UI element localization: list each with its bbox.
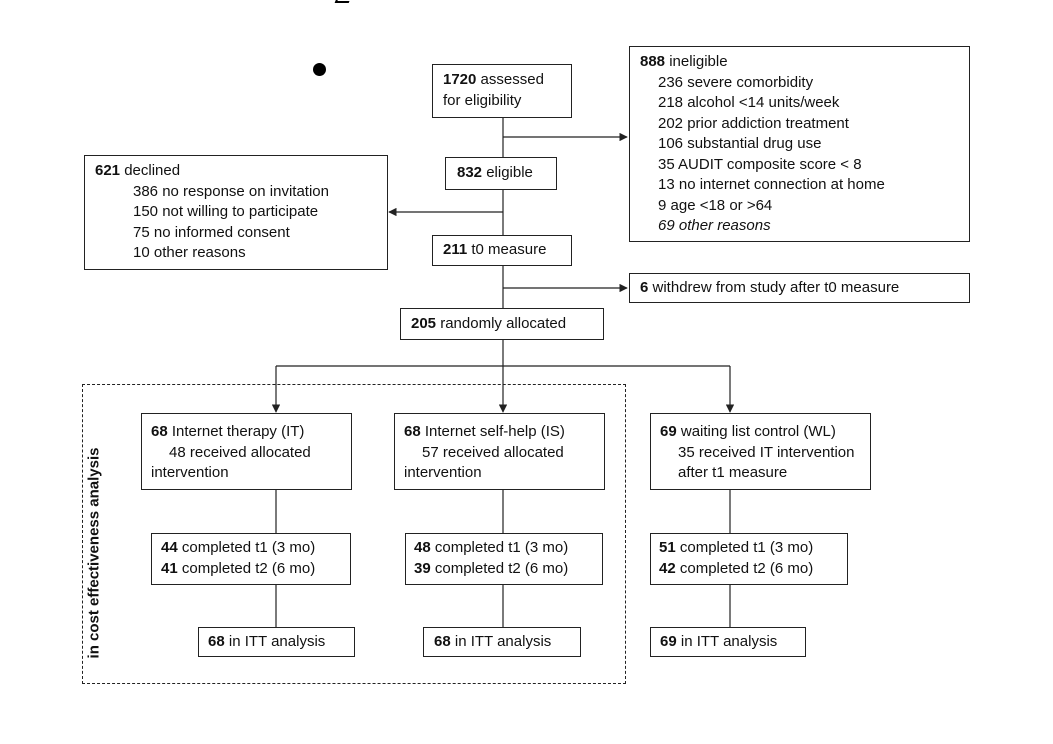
arm-it-itt-label: in ITT analysis	[228, 633, 326, 650]
eligible-box: 832 eligible	[445, 157, 557, 190]
arm-is-title: Internet self-help (IS)	[424, 423, 565, 440]
arm-wl-received: 35 received IT intervention	[678, 443, 855, 461]
ineligible-reason: 218 alcohol <14 units/week	[658, 94, 840, 111]
arm-it-followup-box: 44 completed t1 (3 mo) 41 completed t2 (…	[151, 533, 351, 585]
ineligible-reason: 202 prior addiction treatment	[658, 114, 849, 132]
arm-wl-box: 69 waiting list control (WL) 35 received…	[650, 413, 871, 490]
arm-is-itt-label: in ITT analysis	[454, 633, 552, 650]
arm-it-received-2: intervention	[151, 464, 229, 481]
arm-is-followup-box: 48 completed t1 (3 mo) 39 completed t2 (…	[405, 533, 603, 585]
withdrew-box: 6 withdrew from study after t0 measure	[629, 273, 970, 303]
cost-effectiveness-label: in cost effectiveness analysis	[85, 447, 103, 659]
assessed-box: 1720 assessed for eligibility	[432, 64, 572, 118]
t0-count: 211	[443, 241, 468, 258]
declined-reason: 386 no response on invitation	[133, 182, 329, 200]
cost-effectiveness-region	[82, 384, 626, 684]
arm-is-box: 68 Internet self-help (IS) 57 received a…	[394, 413, 605, 490]
arm-wl-itt-count: 69	[660, 633, 677, 650]
arm-wl-itt-label: in ITT analysis	[680, 633, 778, 650]
withdrew-count: 6	[640, 279, 649, 296]
arm-it-t1-label: completed t1 (3 mo)	[181, 539, 316, 556]
stray-dot	[313, 63, 326, 76]
allocated-box: 205 randomly allocated	[400, 308, 604, 340]
assessed-label-2: for eligibility	[443, 91, 522, 109]
ineligible-reason: 35 AUDIT composite score < 8	[658, 155, 862, 173]
ineligible-box: 888 ineligible 236 severe comorbidity 21…	[629, 46, 970, 242]
ineligible-reason: 9 age <18 or >64	[658, 196, 773, 214]
withdrew-label: withdrew from study after t0 measure	[652, 279, 900, 296]
arm-wl-title: waiting list control (WL)	[680, 423, 836, 440]
arm-is-received-2: intervention	[404, 464, 482, 481]
declined-label: declined	[124, 162, 181, 179]
t0-label: t0 measure	[471, 241, 547, 258]
t0-measure-box: 211 t0 measure	[432, 235, 572, 266]
arm-wl-t2-label: completed t2 (6 mo)	[679, 559, 814, 577]
arm-wl-count: 69	[660, 423, 677, 440]
arm-it-itt-count: 68	[208, 633, 225, 650]
ineligible-reason: 236 severe comorbidity	[658, 73, 814, 91]
arm-is-t2-count: 39	[414, 559, 431, 577]
declined-reason: 75 no informed consent	[133, 223, 290, 241]
arm-wl-t2-count: 42	[659, 559, 676, 577]
arm-is-t1-label: completed t1 (3 mo)	[434, 539, 569, 556]
allocated-count: 205	[411, 315, 437, 332]
arm-wl-itt-box: 69 in ITT analysis	[650, 627, 806, 657]
arm-is-count: 68	[404, 423, 421, 440]
arm-it-itt-box: 68 in ITT analysis	[198, 627, 355, 657]
ineligible-reason: 106 substantial drug use	[658, 135, 822, 152]
arm-is-itt-box: 68 in ITT analysis	[423, 627, 581, 657]
arm-wl-t1-label: completed t1 (3 mo)	[679, 539, 814, 556]
declined-box: 621 declined 386 no response on invitati…	[84, 155, 388, 270]
assessed-label: assessed	[480, 71, 544, 88]
arm-it-received: 48 received allocated	[169, 443, 311, 461]
arm-it-t2-label: completed t2 (6 mo)	[181, 559, 316, 577]
arm-wl-t1-count: 51	[659, 539, 676, 556]
ineligible-other-reasons: 69 other reasons	[658, 217, 771, 234]
arm-is-t2-label: completed t2 (6 mo)	[434, 559, 569, 577]
allocated-label: randomly allocated	[440, 315, 567, 332]
arm-it-count: 68	[151, 423, 168, 440]
stray-mark	[334, 0, 352, 3]
arm-wl-received-2: after t1 measure	[678, 464, 788, 481]
declined-reason: 150 not willing to participate	[133, 203, 319, 220]
arm-is-itt-count: 68	[434, 633, 451, 650]
assessed-count: 1720	[443, 71, 477, 88]
eligible-count: 832	[457, 164, 483, 181]
arm-wl-followup-box: 51 completed t1 (3 mo) 42 completed t2 (…	[650, 533, 848, 585]
declined-reason: 10 other reasons	[133, 244, 246, 261]
arm-it-box: 68 Internet therapy (IT) 48 received all…	[141, 413, 352, 490]
arm-is-received: 57 received allocated	[422, 443, 564, 461]
arm-it-t1-count: 44	[161, 539, 178, 556]
arm-it-t2-count: 41	[161, 559, 178, 577]
ineligible-reason: 13 no internet connection at home	[658, 176, 885, 193]
ineligible-label: ineligible	[669, 53, 728, 70]
arm-is-t1-count: 48	[414, 539, 431, 556]
ineligible-count: 888	[640, 53, 666, 70]
arm-it-title: Internet therapy (IT)	[171, 423, 305, 440]
eligible-label: eligible	[486, 164, 533, 181]
declined-count: 621	[95, 162, 121, 179]
